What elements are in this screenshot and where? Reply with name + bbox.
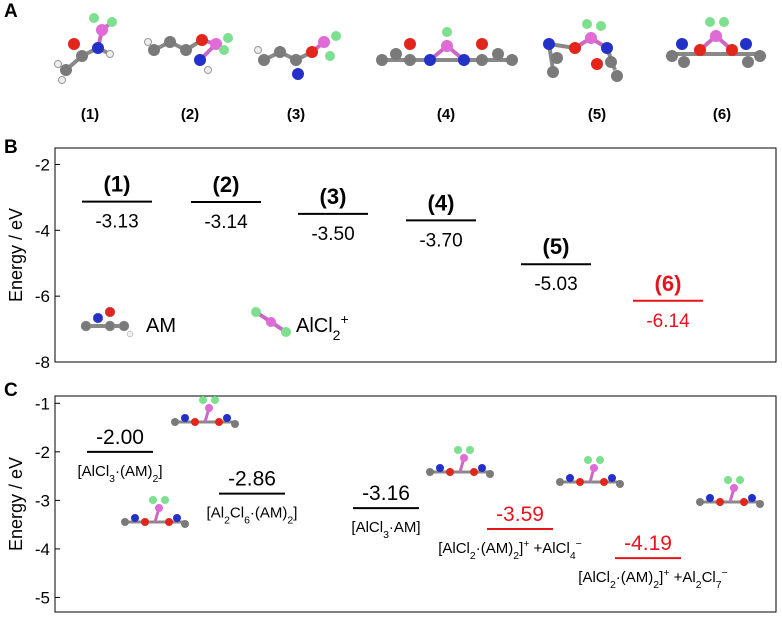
alcl2-cation-icon bbox=[251, 307, 291, 337]
level-value-2: -3.14 bbox=[204, 212, 248, 233]
level-species-2: [Al2Cl6·(AM)2] bbox=[207, 505, 298, 527]
level-value-1: -3.13 bbox=[95, 212, 138, 233]
energy-chart-b: -2 -4 -6 -8 Energy / eV (1) -3.13 (2) -3.14 (3) -3… bbox=[6, 147, 777, 370]
energy-chart-c: -1 -2 -3 -4 -5 Energy / eV -2.00 [AlCl3·(AM)2] -… bbox=[6, 394, 777, 613]
plot-frame bbox=[54, 147, 777, 363]
level-value-5: -4.19 bbox=[624, 532, 672, 555]
y-axis-label: Energy / eV bbox=[6, 208, 26, 302]
structure-label-1: (1) bbox=[80, 106, 100, 123]
level-value-3: -3.16 bbox=[362, 482, 410, 505]
level-species-5: [AlCl2·(AM)2]+ +Al2Cl7− bbox=[578, 567, 727, 591]
structure-label-6: (6) bbox=[712, 106, 732, 123]
y-tick-label-2: -3 bbox=[35, 491, 50, 510]
complex-structure-3 bbox=[426, 446, 494, 478]
structure-2-molecule bbox=[144, 33, 233, 74]
level-species-1: [AlCl3·(AM)2] bbox=[77, 463, 162, 485]
level-value-3: -3.50 bbox=[311, 224, 354, 245]
level-label-2: (2) bbox=[213, 172, 240, 197]
level-value-4: -3.59 bbox=[496, 503, 544, 526]
structure-label-3: (3) bbox=[286, 106, 306, 123]
complex-structure-5 bbox=[696, 476, 764, 508]
level-value-1: -2.00 bbox=[96, 426, 144, 449]
y-tick-label-1: -2 bbox=[35, 443, 50, 462]
panel-letter-b: B bbox=[4, 137, 18, 158]
structure-6-molecule bbox=[666, 17, 766, 68]
y-tick-label-3: -8 bbox=[35, 353, 50, 370]
y-axis-label: Energy / eV bbox=[6, 457, 26, 551]
level-value-4: -3.70 bbox=[419, 230, 462, 251]
level-value-5: -5.03 bbox=[534, 274, 577, 295]
panel-letter-a: A bbox=[4, 1, 18, 22]
y-tick-label-0: -2 bbox=[35, 155, 50, 174]
plot-frame bbox=[54, 395, 777, 613]
complex-structure-2 bbox=[121, 496, 189, 528]
level-value-6: -6.14 bbox=[646, 311, 690, 332]
structure-label-4: (4) bbox=[436, 106, 456, 123]
panel-letter-c: C bbox=[4, 380, 18, 401]
level-label-1: (1) bbox=[104, 172, 131, 197]
structure-5-molecule bbox=[543, 19, 623, 82]
y-tick-label-1: -4 bbox=[35, 221, 50, 240]
structure-4-molecule bbox=[376, 27, 518, 66]
y-tick-label-0: -1 bbox=[35, 394, 50, 413]
complex-structure-1 bbox=[171, 396, 239, 428]
acrylamide-molecule-icon bbox=[80, 306, 134, 338]
y-tick-label-2: -6 bbox=[35, 287, 50, 306]
y-tick-label-3: -4 bbox=[35, 540, 50, 559]
level-species-4: [AlCl2·(AM)2]+ +AlCl4− bbox=[438, 538, 582, 562]
level-label-6: (6) bbox=[655, 271, 682, 296]
legend-text-am: AM bbox=[146, 315, 176, 337]
level-species-3: [AlCl3·AM] bbox=[351, 519, 420, 541]
complex-structure-4 bbox=[556, 456, 624, 488]
structure-1-molecule bbox=[54, 13, 117, 84]
structure-3-molecule bbox=[254, 31, 341, 80]
structure-label-2: (2) bbox=[180, 106, 200, 123]
y-tick-label-4: -5 bbox=[35, 588, 50, 607]
level-label-3: (3) bbox=[320, 184, 347, 209]
level-label-4: (4) bbox=[428, 190, 455, 215]
level-value-2: -2.86 bbox=[228, 468, 276, 491]
level-label-5: (5) bbox=[543, 234, 570, 259]
structure-label-5: (5) bbox=[587, 106, 607, 123]
legend-text-alcl2: AlCl2+ bbox=[296, 311, 349, 343]
